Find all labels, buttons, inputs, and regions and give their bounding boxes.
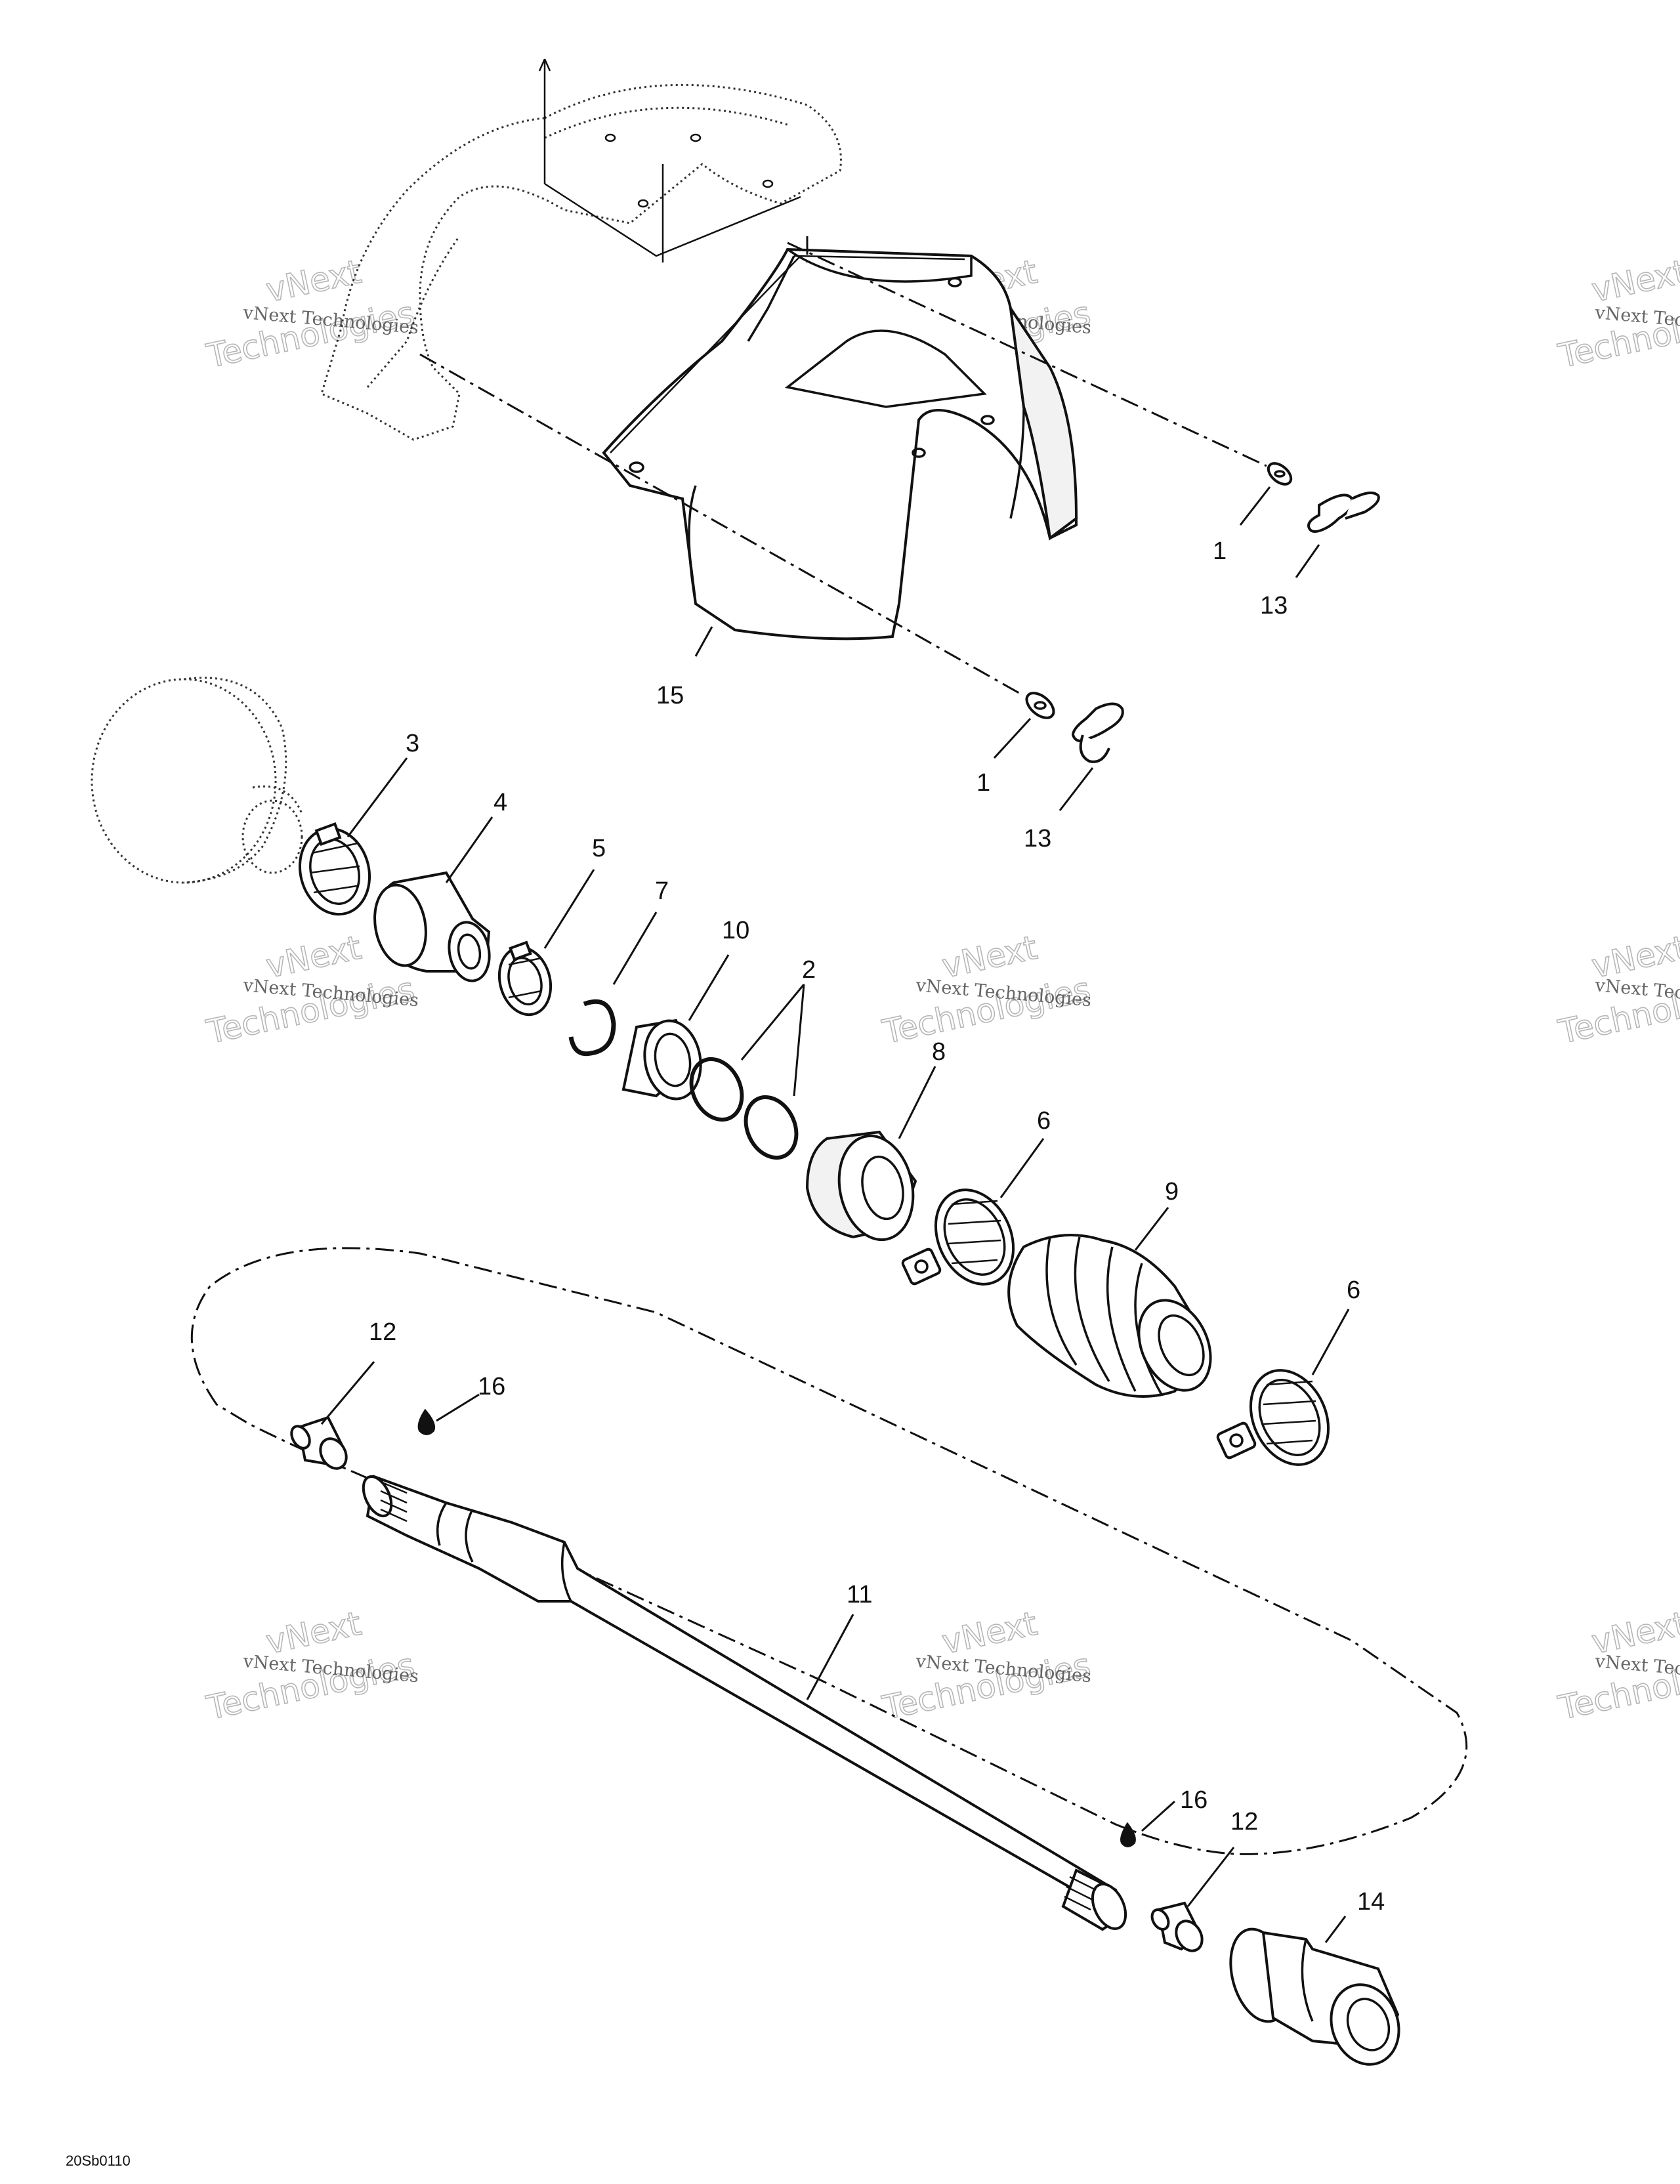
leader-12b	[1186, 1847, 1235, 1907]
leader-14	[1324, 1916, 1347, 1943]
part-12-lower	[1150, 1901, 1204, 1952]
axis-cover-lower	[419, 353, 1024, 697]
callout-13-upper: 13	[1260, 592, 1288, 620]
callout-12-lower: 12	[1230, 1808, 1258, 1836]
part-14-bearing-housing	[1229, 1927, 1400, 2066]
svg-text:vNext: vNext	[262, 1605, 364, 1662]
svg-text:vNext: vNext	[938, 1605, 1040, 1662]
leader-1a	[1239, 486, 1271, 526]
part-13-wing-nut-lower	[1071, 702, 1124, 763]
watermark-bottom-right: vNext Technologies vNext Technologies	[1555, 1604, 1680, 1728]
part-11-drive-shaft	[362, 1475, 1127, 1931]
callout-12-upper: 12	[369, 1318, 396, 1346]
assembly-outline	[190, 1247, 1468, 1855]
phantom-hull-bracket	[320, 58, 842, 441]
callout-11: 11	[847, 1581, 872, 1608]
watermark-top-left: vNext Technologies vNext Technologies	[203, 252, 420, 376]
leader-7	[612, 912, 658, 985]
callout-1-lower: 1	[976, 769, 990, 797]
leader-2b	[793, 984, 805, 1097]
callout-16-upper: 16	[478, 1373, 505, 1400]
leader-8	[898, 1066, 936, 1139]
callout-16-lower: 16	[1180, 1786, 1208, 1814]
callout-9: 9	[1165, 1178, 1179, 1206]
callout-4: 4	[494, 789, 507, 816]
watermark-mid-center: vNext Technologies vNext Technologies	[879, 928, 1095, 1052]
callout-labels: 1 13 15 1 13 3 4 5 7 10 2 8 6 9 6 12 16 …	[369, 537, 1385, 1916]
phantom-engine-flywheel	[91, 677, 303, 884]
svg-text:vNext: vNext	[262, 929, 364, 986]
part-3-clamp	[298, 822, 371, 916]
leader-13a	[1295, 544, 1320, 578]
callout-10: 10	[722, 917, 749, 944]
leader-6b	[1311, 1309, 1350, 1376]
callout-8: 8	[932, 1038, 946, 1066]
leader-1b	[993, 717, 1032, 759]
leader-4	[445, 816, 494, 883]
part-1-washer-upper	[1267, 462, 1293, 486]
part-13-wing-nut-upper	[1307, 492, 1380, 533]
leader-11	[806, 1614, 854, 1700]
watermark-top-right: vNext Technologies vNext Technologies	[1555, 252, 1680, 376]
callout-6-lower: 6	[1347, 1276, 1360, 1304]
callout-14: 14	[1357, 1888, 1385, 1916]
leader-10	[688, 954, 730, 1021]
part-4-bellows-adaptor	[373, 871, 491, 982]
part-10-carbon-ring	[621, 1018, 702, 1101]
part-7-circlip	[568, 999, 616, 1057]
part-16-grease-drop-upper	[417, 1408, 436, 1435]
callout-6-upper: 6	[1037, 1107, 1051, 1135]
part-15-pump-cover	[602, 247, 1078, 640]
svg-text:vNext: vNext	[938, 929, 1040, 986]
callout-3: 3	[406, 730, 419, 757]
watermark-bottom-left: vNext Technologies vNext Technologies	[203, 1604, 420, 1728]
part-5-clamp	[497, 940, 553, 1017]
part-8-seal-housing	[805, 1130, 917, 1242]
part-12-upper	[290, 1416, 348, 1470]
svg-text:vNext: vNext	[262, 253, 364, 310]
callout-2: 2	[802, 956, 816, 984]
figure-code: 20Sb0110	[66, 2152, 131, 2169]
svg-text:vNext: vNext	[1588, 253, 1680, 310]
callout-15: 15	[656, 682, 684, 709]
callout-13-lower: 13	[1024, 825, 1051, 852]
leader-3	[346, 757, 408, 837]
part-9-bellows	[1007, 1234, 1212, 1398]
part-2-o-rings	[689, 1057, 799, 1160]
part-16-grease-drop-lower	[1120, 1822, 1136, 1847]
leader-5	[543, 869, 595, 949]
leader-9	[1134, 1207, 1169, 1251]
leader-lines	[320, 486, 1350, 1943]
leader-6a	[999, 1138, 1045, 1198]
part-6-hose-clamp-lower	[1216, 1369, 1330, 1466]
callout-7: 7	[655, 877, 669, 905]
leader-13b	[1059, 767, 1094, 811]
axis-cover-upper	[787, 242, 1267, 467]
part-6-hose-clamp-upper	[901, 1188, 1015, 1286]
leader-16a	[436, 1393, 480, 1422]
leader-2a	[740, 984, 805, 1060]
leader-16b	[1141, 1800, 1176, 1832]
callout-5: 5	[592, 835, 606, 862]
leader-15	[694, 626, 713, 657]
part-1-washer-lower	[1025, 692, 1055, 719]
watermark-bottom-center: vNext Technologies vNext Technologies	[879, 1604, 1095, 1728]
watermark-mid-right: vNext Technologies vNext Technologies	[1555, 928, 1680, 1052]
leader-12a	[320, 1361, 375, 1425]
callout-1-upper: 1	[1213, 537, 1227, 565]
